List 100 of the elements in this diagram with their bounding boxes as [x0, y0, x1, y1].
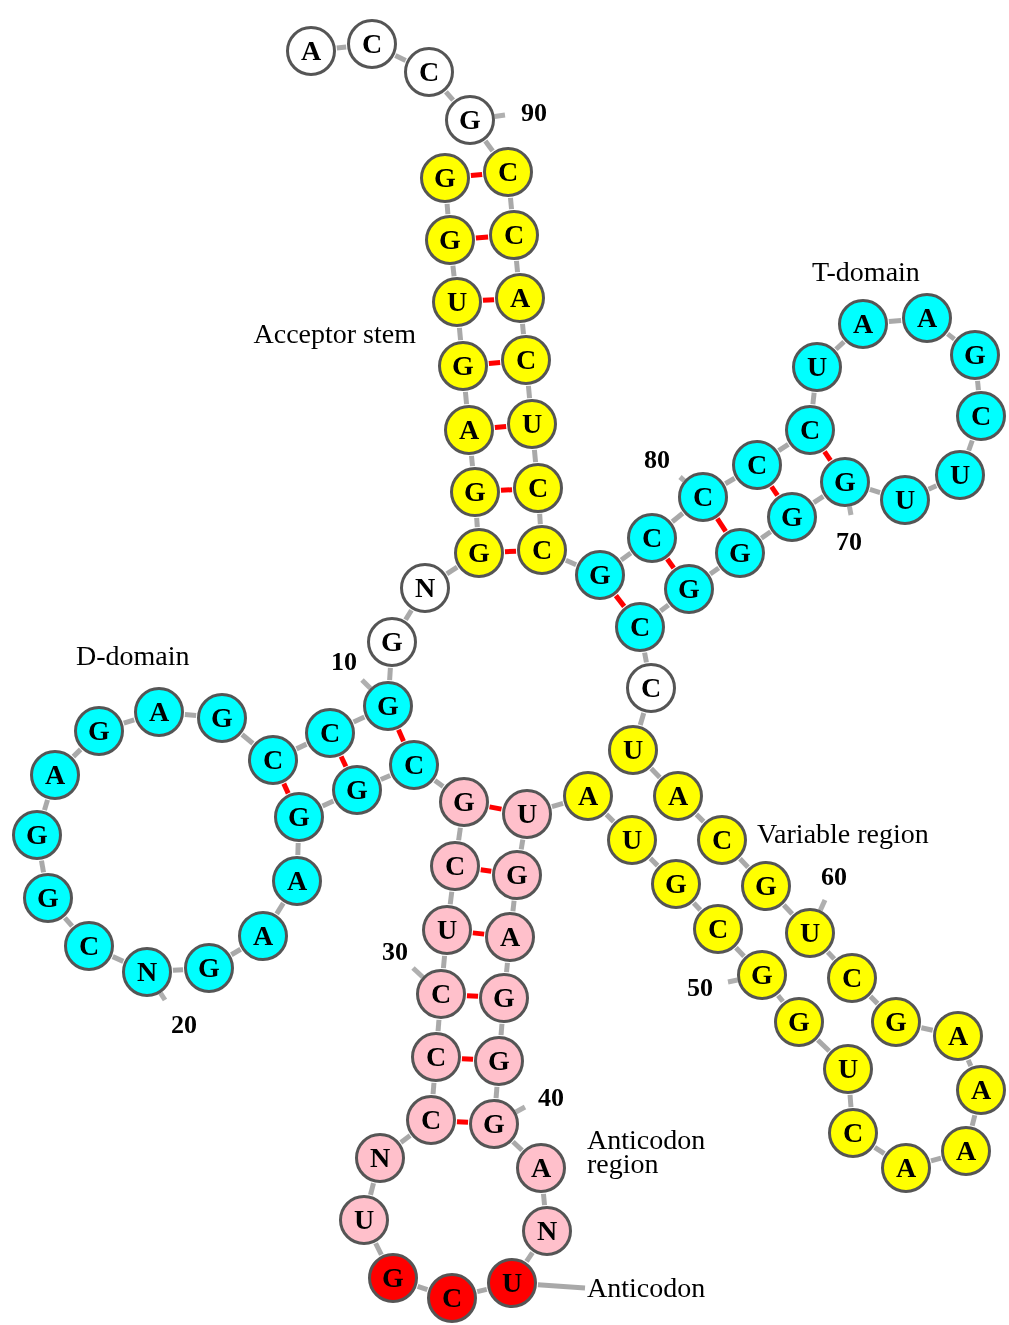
position-number: 30: [382, 939, 408, 965]
backbone-line: [387, 667, 393, 681]
nucleotide-circle: U: [792, 342, 842, 392]
backbone-line: [920, 1025, 934, 1033]
backbone-line: [868, 994, 880, 1006]
backbone-line: [447, 891, 455, 905]
base-pair-line: [494, 424, 507, 430]
backbone-line: [637, 712, 647, 726]
nucleotide-circle: G: [820, 457, 870, 507]
backbone-line: [825, 950, 837, 961]
nucleotide-circle: A: [516, 1143, 566, 1193]
nucleotide-circle: U: [339, 1195, 389, 1245]
nucleotide-circle: C: [389, 740, 439, 790]
backbone-line: [240, 732, 255, 746]
base-pair-line: [822, 450, 833, 462]
backbone-line: [445, 565, 459, 576]
backbone-line: [619, 551, 633, 562]
nucleotide-circle: G: [651, 859, 701, 909]
backbone-line: [123, 717, 135, 726]
position-number: 20: [171, 1012, 197, 1038]
backbone-line: [295, 842, 301, 856]
backbone-line: [738, 857, 750, 869]
backbone-line: [435, 1019, 442, 1032]
backbone-line: [642, 652, 649, 663]
position-number: 80: [644, 447, 670, 473]
base-pair-line: [470, 172, 483, 178]
nucleotide-circle: G: [438, 341, 488, 391]
nucleotide-circle: U: [785, 908, 835, 958]
nucleotide-circle: C: [347, 19, 397, 69]
backbone-line: [537, 513, 543, 525]
base-pair-line: [472, 930, 485, 937]
nucleotide-circle: G: [871, 997, 921, 1047]
nucleotide-circle: G: [664, 564, 714, 614]
backbone-line: [648, 856, 660, 868]
nucleotide-circle: A: [563, 771, 613, 821]
nucleotide-circle: G: [445, 95, 495, 145]
backbone-line: [810, 392, 817, 405]
backbone-line: [759, 529, 773, 541]
backbone-line: [352, 714, 366, 725]
nucleotide-circle: A: [956, 1065, 1006, 1115]
nucleotide-circle: N: [400, 563, 450, 613]
backbone-line: [520, 323, 526, 335]
nucleotide-circle: A: [933, 1011, 983, 1061]
backbone-line: [444, 203, 451, 215]
backbone-line: [525, 385, 533, 399]
leader-line: [537, 1282, 586, 1291]
nucleotide-circle: C: [827, 953, 877, 1003]
nucleotide-circle: U: [502, 789, 552, 839]
backbone-line: [399, 1133, 412, 1145]
base-pair-line: [489, 804, 502, 812]
nucleotide-circle: C: [406, 1095, 456, 1145]
nucleotide-circle: G: [368, 1253, 418, 1303]
nucleotide-circle: A: [653, 771, 703, 821]
nucleotide-circle: C: [501, 335, 551, 385]
nucleotide-circle: G: [332, 765, 382, 815]
nucleotide-circle: C: [732, 440, 782, 490]
backbone-line: [462, 391, 470, 405]
backbone-line: [946, 331, 956, 342]
nucleotide-circle: G: [74, 706, 124, 756]
nucleotide-circle: G: [274, 792, 324, 842]
nucleotide-circle: C: [430, 841, 480, 891]
backbone-line: [966, 439, 975, 452]
nucleotide-circle: G: [363, 681, 413, 731]
nucleotide-circle: C: [305, 708, 355, 758]
nucleotide-circle: C: [626, 663, 676, 713]
nucleotide-circle: N: [522, 1206, 572, 1256]
nucleotide-circle: G: [575, 550, 625, 600]
nucleotide-circle: G: [474, 1036, 524, 1086]
nucleotide-circle: C: [489, 210, 539, 260]
backbone-line: [493, 1086, 500, 1099]
position-number: 40: [538, 1085, 564, 1111]
region-label: T-domain: [812, 258, 920, 286]
nucleotide-circle: C: [411, 1032, 461, 1082]
nucleotide-circle: G: [950, 330, 1000, 380]
backbone-line: [39, 860, 46, 873]
nucleotide-circle: G: [469, 1099, 519, 1149]
nucleotide-circle: A: [485, 912, 535, 962]
backbone-line: [42, 799, 50, 811]
backbone-line: [551, 800, 564, 810]
backbone-line: [834, 339, 846, 352]
nucleotide-circle: N: [355, 1133, 405, 1183]
backbone-line: [379, 773, 392, 782]
backbone-line: [927, 483, 938, 492]
nucleotide-circle: C: [513, 463, 563, 513]
backbone-line: [172, 967, 184, 973]
base-pair-line: [769, 485, 780, 497]
nucleotide-circle: G: [367, 617, 417, 667]
base-pair-line: [504, 548, 517, 555]
nucleotide-circle: U: [823, 1044, 873, 1094]
backbone-line: [450, 265, 457, 277]
backbone-line: [564, 558, 578, 567]
nucleotide-circle: A: [495, 273, 545, 323]
backbone-line: [777, 442, 790, 453]
backbone-line: [776, 993, 785, 1004]
region-label: Anticodon: [587, 1274, 706, 1302]
backbone-line: [394, 53, 407, 63]
nucleotide-circle: U: [935, 450, 985, 500]
backbone-line: [368, 1182, 376, 1196]
nucleotide-circle: U: [607, 815, 657, 865]
nucleotide-circle: G: [197, 693, 247, 743]
